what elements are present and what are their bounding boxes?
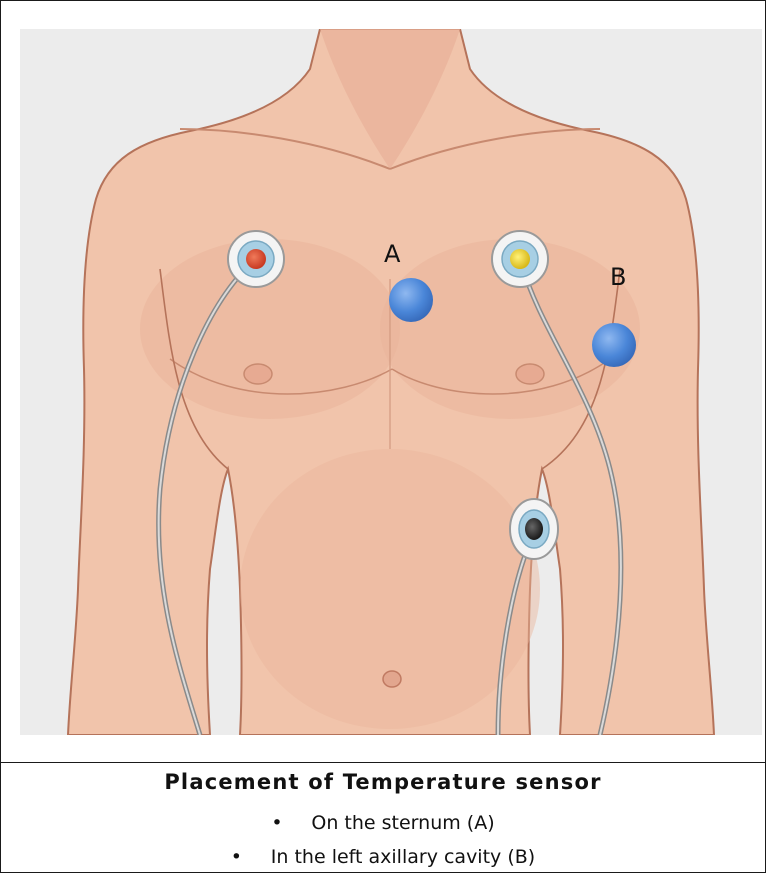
bullet-dot: • bbox=[231, 840, 271, 874]
electrode-yellow bbox=[492, 231, 548, 287]
nipple-right bbox=[516, 364, 544, 384]
sensor-marker-a bbox=[389, 278, 433, 322]
bullet-item: •On the sternum (A) bbox=[0, 806, 766, 840]
caption-title: Placement of Temperature sensor bbox=[0, 770, 766, 794]
electrode-black bbox=[510, 499, 558, 559]
bullet-text: In the left axillary cavity (B) bbox=[271, 846, 535, 868]
marker-label-b: B bbox=[610, 263, 626, 291]
bullet-text: On the sternum (A) bbox=[311, 812, 494, 834]
nipple-left bbox=[244, 364, 272, 384]
torso-illustration: A B bbox=[20, 29, 762, 735]
sensor-marker-b bbox=[592, 323, 636, 367]
caption-bullets: •On the sternum (A) •In the left axillar… bbox=[0, 806, 766, 874]
marker-label-a: A bbox=[384, 240, 401, 268]
bullet-item: •In the left axillary cavity (B) bbox=[0, 840, 766, 874]
caption-divider bbox=[0, 762, 766, 763]
electrode-red bbox=[228, 231, 284, 287]
bullet-dot: • bbox=[271, 806, 311, 840]
navel bbox=[383, 671, 401, 687]
